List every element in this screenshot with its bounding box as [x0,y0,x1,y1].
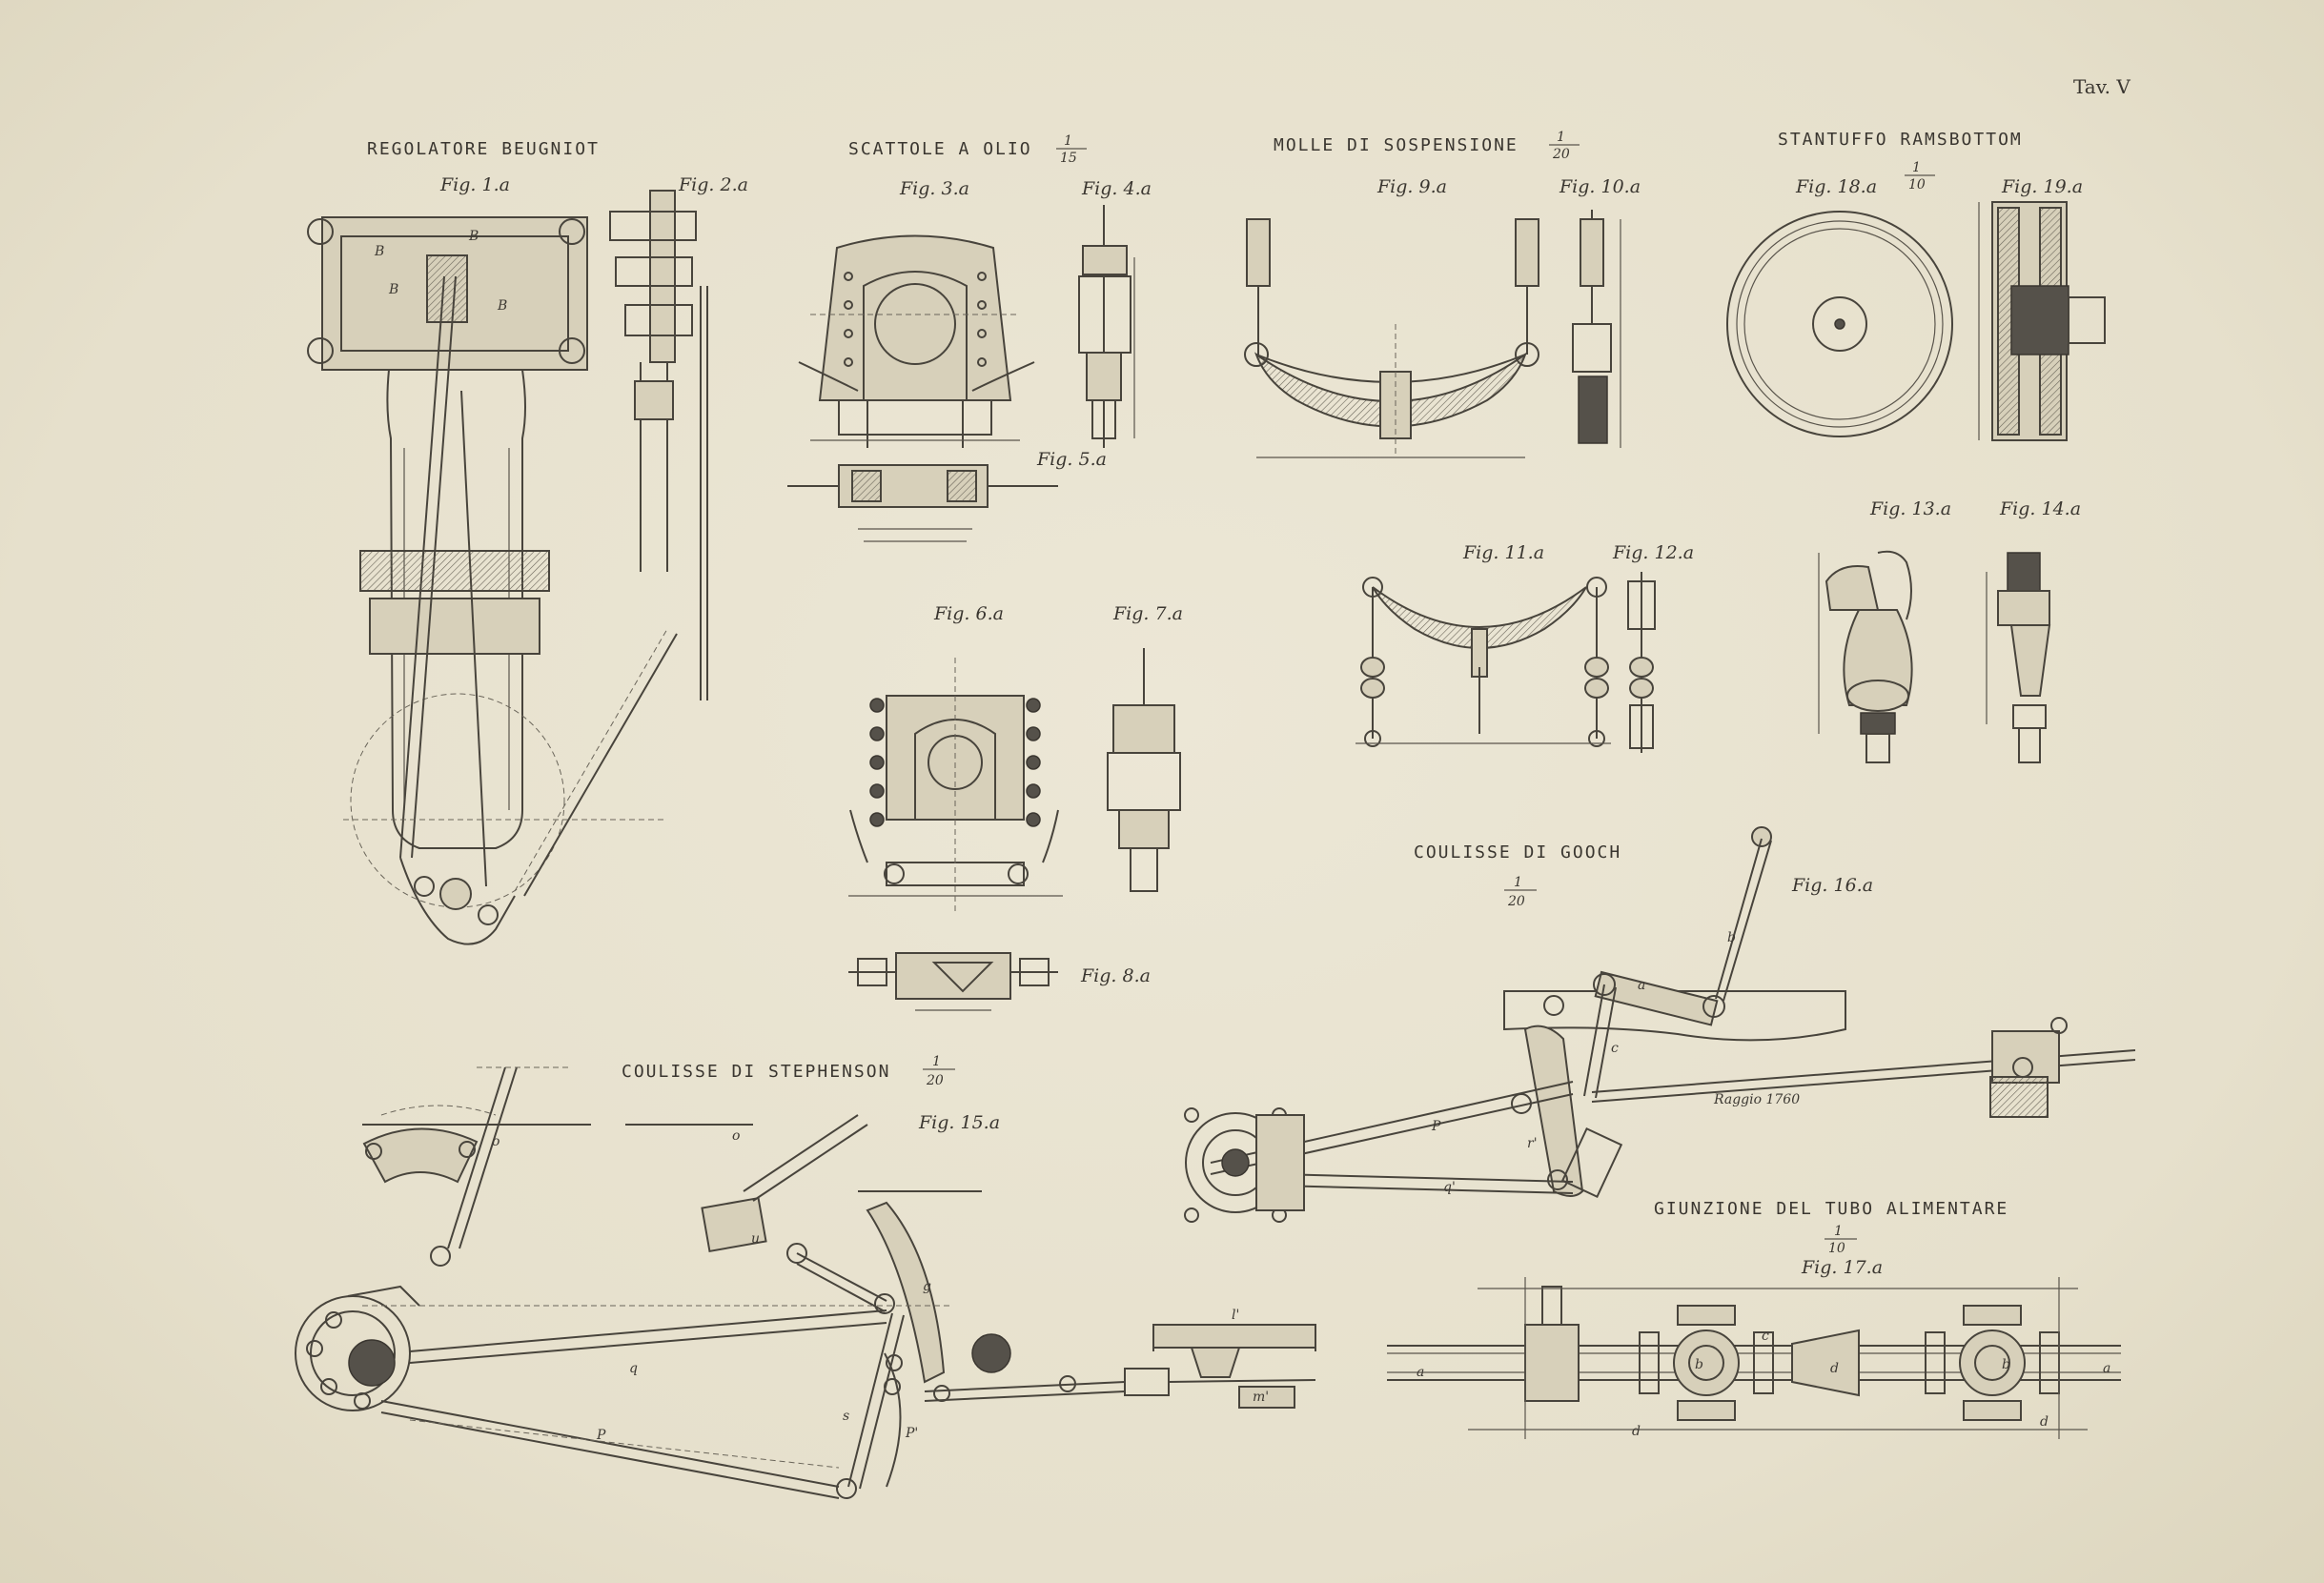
fig-17-feed-pipe-drawing [1387,1277,2121,1439]
fig-18-label: Fig. 18.a [1795,176,1877,197]
fig-10-spring-hanger-drawing [1572,210,1621,448]
tubo-label-d-2: d [1632,1424,1641,1439]
scale-molle-den: 20 [1552,147,1570,162]
fig-14-label: Fig. 14.a [1999,498,2081,519]
fig-4-label: Fig. 4.a [1081,178,1152,199]
title-scattole: Scattole a olio [848,139,1032,159]
fig-3-axlebox-drawing [798,234,1035,448]
scale-scattole-den: 15 [1060,151,1077,166]
title-stantuffo: Stantuffo Ramsbottom [1778,130,2023,150]
stephenson-label-q: q [629,1361,638,1376]
fig-8-label: Fig. 8.a [1080,965,1151,986]
plate-number: Tav. V [2073,75,2130,98]
group-molle: Molle di sospensione 1 20 Fig. 9.a Fig. … [1244,130,1694,753]
tubo-label-d-1: d [1830,1361,1839,1376]
fig-9-leaf-spring-drawing [1244,218,1539,458]
beugniot-label-b-3: B [468,229,479,244]
scale-scattole-num: 1 [1064,133,1072,149]
scale-stantuffo-num: 1 [1912,160,1921,175]
beugniot-label-b-4: B [497,298,507,314]
fig-9-label: Fig. 9.a [1376,176,1447,197]
fig-11-leaf-spring-drawing [1356,577,1611,747]
title-stephenson: Coulisse di Stephenson [622,1062,890,1082]
stephenson-label-p-prime: P' [905,1426,918,1441]
group-giunzione: Giunzione del tubo alimentare 1 10 Fig. … [1387,1199,2121,1439]
fig-5-axlebox-plan-drawing [787,464,1058,542]
fig-16-gooch-gear-drawing [1184,826,2136,1223]
fig-1-regulator-drawing [307,216,678,945]
fig-2-regulator-side-drawing [609,190,708,700]
gooch-label-c: c [1611,1041,1619,1056]
scale-giunzione-den: 10 [1828,1241,1845,1256]
gooch-label-p: P [1431,1119,1441,1134]
fig-17-label: Fig. 17.a [1801,1257,1883,1278]
title-regolatore: Regolatore Beugniot [367,139,600,159]
fig-19-label: Fig. 19.a [2001,176,2083,197]
fig-10-label: Fig. 10.a [1559,176,1641,197]
stephenson-label-l-prime: l' [1232,1308,1239,1323]
gooch-label-r: r' [1527,1136,1538,1151]
tubo-label-a-2: a [2103,1361,2110,1376]
fig-6-axlebox-drawing [848,658,1063,915]
fig-16-label: Fig. 16.a [1791,875,1873,896]
fig-12-label: Fig. 12.a [1612,542,1694,563]
fig-1-label: Fig. 1.a [439,174,510,195]
fig-15-label: Fig. 15.a [918,1112,1000,1133]
fig-13-label: Fig. 13.a [1869,498,1951,519]
tubo-label-b-2: b [2002,1357,2010,1372]
fig-19-piston-section-drawing [1978,201,2106,441]
scale-stephenson-den: 20 [926,1073,944,1088]
fig-12-hanger-drawing [1627,572,1656,753]
scale-gooch-num: 1 [1514,875,1522,890]
title-molle: Molle di sospensione [1274,135,1519,155]
gooch-label-b: b [1727,930,1736,945]
stephenson-label-u: u [751,1231,760,1247]
fig-7-axlebox-side-drawing [1107,648,1181,892]
scale-giunzione-num: 1 [1834,1224,1843,1239]
tubo-label-d-3: d [2040,1414,2049,1430]
fig-2-label: Fig. 2.a [678,174,748,195]
fig-11-label: Fig. 11.a [1462,542,1544,563]
raggio-label: Raggio 1760 [1713,1092,1800,1107]
group-stephenson: Coulisse di Stephenson 1 20 Fig. 15.a [295,1054,1316,1499]
scale-gooch-den: 20 [1507,894,1525,909]
fig-14-crosshead-side-drawing [1986,552,2051,763]
stephenson-label-o-1: o [492,1134,499,1149]
tubo-label-c: c [1762,1329,1769,1344]
fig-13-crosshead-drawing [1818,550,1913,763]
fig-7-label: Fig. 7.a [1112,603,1183,624]
fig-18-piston-face-drawing [1726,211,1953,437]
group-gooch: Coulisse di Gooch 1 20 Fig. 16.a [1184,826,2136,1223]
group-stantuffo: Stantuffo Ramsbottom 1 10 Fig. 18.a Fig.… [1726,130,2106,763]
fig-15-stephenson-gear-drawing [295,1066,1316,1499]
group-regolatore: Regolatore Beugniot Fig. 1.a Fig. 2.a B … [307,139,748,945]
tubo-label-a-1: a [1417,1365,1424,1380]
gooch-label-a: a [1638,978,1645,993]
fig-5-label: Fig. 5.a [1036,449,1107,470]
stephenson-label-m-prime: m' [1253,1390,1269,1405]
stephenson-label-o-2: o [732,1128,740,1144]
scale-molle-num: 1 [1557,130,1565,145]
stephenson-label-p: P [596,1428,606,1443]
beugniot-label-b-2: B [388,282,398,297]
fig-4-axlebox-side-drawing [1078,205,1135,448]
beugniot-label-b-1: B [374,244,384,259]
scale-stantuffo-den: 10 [1908,177,1926,193]
title-giunzione: Giunzione del tubo alimentare [1654,1199,2008,1219]
fig-6-label: Fig. 6.a [933,603,1004,624]
stephenson-label-s: s [843,1409,849,1424]
fig-3-label: Fig. 3.a [899,178,969,199]
title-gooch: Coulisse di Gooch [1414,842,1621,863]
fig-8-axlebox-plan-drawing [848,952,1058,1011]
group-scattole: Scattole a olio 1 15 Fig. 3.a Fig. 4.a F… [787,133,1183,1011]
stephenson-label-g: g [923,1279,931,1294]
tubo-label-b-1: b [1695,1357,1703,1372]
gooch-label-q: q' [1443,1180,1456,1195]
scale-stephenson-num: 1 [932,1054,941,1069]
